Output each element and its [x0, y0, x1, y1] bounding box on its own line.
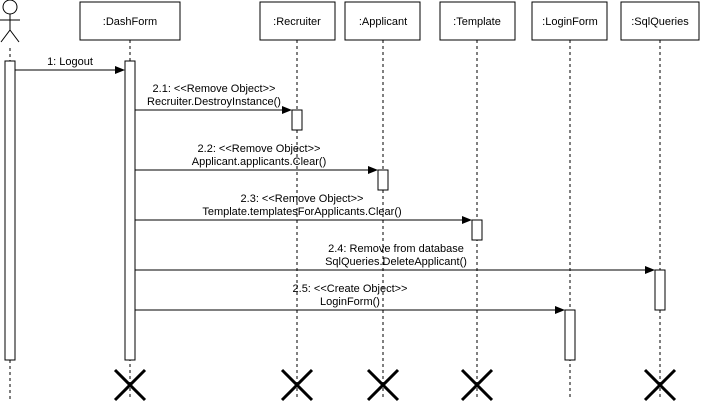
activation-bar-actor	[4, 60, 16, 361]
activation-bar-template	[471, 219, 483, 241]
participant-box-dashform	[79, 1, 181, 41]
message-call-clear-templates: Template.templatesForApplicants.Clear()	[202, 206, 401, 218]
arrowhead-create-loginform	[555, 306, 565, 314]
destroy-x-icon-sqlqueries	[643, 368, 677, 402]
message-label-clear-templates: 2.3: <<Remove Object>>	[241, 193, 364, 205]
message-label-logout: 1: Logout	[47, 56, 93, 68]
participant-box-loginform	[531, 1, 608, 41]
message-call-clear-applicants: Applicant.applicants.Clear()	[192, 156, 327, 168]
message-label-delete-applicant: 2.4: Remove from database	[328, 243, 464, 255]
participant-box-recruiter	[259, 1, 336, 41]
participant-box-sqlqueries	[620, 1, 700, 41]
arrowhead-clear-templates	[462, 216, 472, 224]
destroy-x-icon-applicant	[366, 368, 400, 402]
message-label-remove-recruiter: 2.1: <<Remove Object>>	[153, 83, 276, 95]
message-call-remove-recruiter: Recruiter.DestroyInstance()	[147, 96, 281, 108]
message-call-create-loginform: LoginForm()	[320, 296, 380, 308]
message-label-create-loginform: 2.5: <<Create Object>>	[293, 283, 408, 295]
participant-label-sqlqueries: :SqlQueries	[631, 16, 689, 28]
message-call-delete-applicant: SqlQueries.DeleteApplicant()	[325, 256, 467, 268]
activation-bar-dashform	[124, 60, 136, 361]
arrowhead-clear-applicants	[368, 166, 378, 174]
participant-label-dashform: :DashForm	[103, 16, 157, 28]
message-label-clear-applicants: 2.2: <<Remove Object>>	[198, 143, 321, 155]
participant-label-template: :Template	[453, 16, 501, 28]
participant-box-template	[439, 1, 516, 41]
activation-bar-recruiter	[291, 109, 303, 131]
participant-label-loginform: :LoginForm	[542, 16, 598, 28]
participant-label-applicant: :Applicant	[359, 16, 407, 28]
activation-bar-loginform	[564, 309, 576, 361]
participant-box-applicant	[344, 1, 421, 41]
arrowhead-remove-recruiter	[282, 106, 292, 114]
activation-bar-applicant	[377, 169, 389, 191]
arrowhead-logout	[115, 66, 125, 74]
participant-label-recruiter: :Recruiter	[273, 16, 321, 28]
destroy-x-icon-dashform	[113, 368, 147, 402]
activation-bar-sqlqueries	[654, 269, 666, 311]
destroy-x-icon-recruiter	[280, 368, 314, 402]
actor-stick-figure-icon	[0, 0, 20, 43]
arrowhead-delete-applicant	[645, 266, 655, 274]
destroy-x-icon-template	[460, 368, 494, 402]
